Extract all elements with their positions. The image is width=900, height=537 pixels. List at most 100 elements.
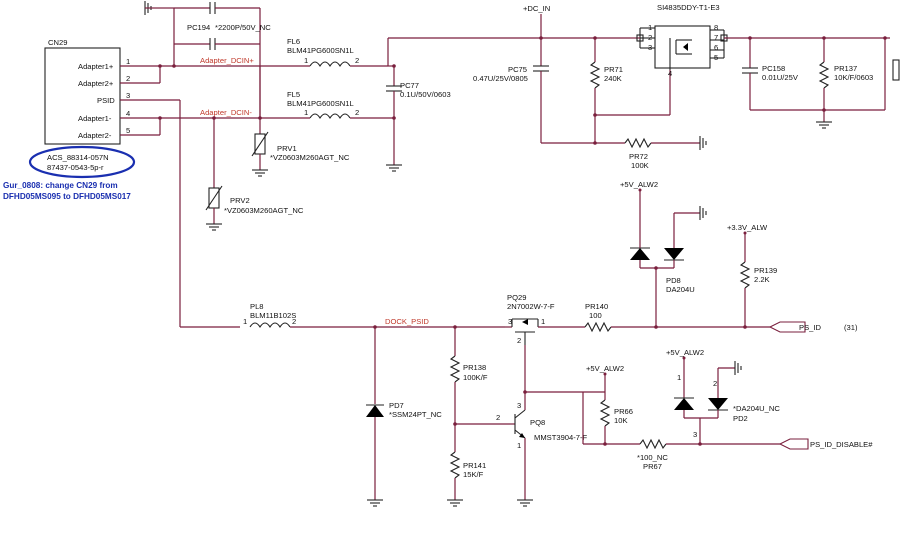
component-value: *SSM24PT_NC [389, 410, 442, 419]
diode-pd7: PD7 *SSM24PT_NC [366, 327, 442, 500]
net-label-3v3-alw: +3.3V_ALW [727, 223, 768, 232]
transistor-pq8: 2 3 1 PQ8 MMST3904-7-F [496, 392, 588, 500]
component-value: 15K/F [463, 470, 484, 479]
pin-number: 4 [126, 109, 130, 118]
resistor-pr71: PR71 240K [589, 38, 623, 143]
connector-cn29: CN29 Adapter1+ Adapter2+ PSID Adapter1- … [28, 38, 180, 179]
component-ref: PQ8 [530, 418, 545, 427]
pin-number: 7 [714, 33, 718, 42]
ground-symbol [386, 164, 402, 172]
ground-symbol [734, 361, 742, 375]
component-ref: PC75 [508, 65, 527, 74]
component-ref: PD7 [389, 401, 404, 410]
component-ref: PRV2 [230, 196, 250, 205]
ground-symbol [447, 499, 463, 507]
component-ref: PC194 [187, 23, 210, 32]
pin-number: 3 [693, 430, 697, 439]
resistor-pr138: PR138 100K/F [449, 327, 488, 424]
net-label-5v-alw: +5V_ALW2 [586, 364, 624, 373]
pin-number: 3 [508, 317, 512, 326]
mosfet-si4835: SI4835DDY-T1-E3 1 2 3 8 7 6 5 4 [630, 3, 728, 78]
resistor-pr66: PR66 10K [599, 399, 633, 444]
pin-number: 5 [126, 126, 130, 135]
ground-symbol [699, 136, 707, 150]
component-ref: SI4835DDY-T1-E3 [657, 3, 720, 12]
component-value: 100 [589, 311, 602, 320]
change-note-line1: Gur_0808: change CN29 from [3, 181, 118, 190]
net-label-adapter-dcin-neg: Adapter_DCIN- [200, 108, 252, 117]
component-value: 100K [631, 161, 649, 170]
capacitor-pc158: PC158 0.01U/25V [742, 38, 799, 110]
ground-symbol [144, 1, 160, 15]
ground-symbol [699, 206, 707, 220]
pin-number: 2 [517, 336, 521, 345]
change-note-line2: DFHD05MS095 to DFHD05MS017 [3, 192, 131, 201]
inductor-pl8: 1 2 PL8 BLM11B102S [243, 302, 296, 329]
capacitor-pc75: PC75 0.47U/25V/0805 [473, 38, 549, 143]
highlight-ellipse [28, 145, 136, 179]
component-value: 0.1U/50V/0603 [400, 90, 451, 99]
component-value: 100K/F [463, 373, 488, 382]
component-ref: PR72 [629, 152, 648, 161]
pin-number: 6 [714, 43, 718, 52]
pin-number: 1 [304, 56, 308, 65]
pin-number: 2 [496, 413, 500, 422]
component-ref: PR140 [585, 302, 608, 311]
resistor-pr67: *100_NC PR67 [637, 438, 780, 471]
inductor-fl6: 1 2 FL6 BLM41PG600SN1L [287, 37, 359, 68]
capacitor-pc77: PC77 0.1U/50V/0603 [386, 66, 451, 165]
component-ref: PR71 [604, 65, 623, 74]
pin-number: 1 [541, 317, 545, 326]
component-value: *100_NC [637, 453, 668, 462]
capacitor-pc194: PC194 *2200P/50V_NC [173, 2, 271, 50]
varistor-prv1: PRV1 *VZ0603M260AGT_NC [251, 118, 350, 177]
connector-pin-name: Adapter1+ [78, 62, 114, 71]
component-ref: PD2 [733, 414, 748, 423]
connector-pin-name: PSID [97, 96, 115, 105]
component-ref: PC158 [762, 64, 785, 73]
component-ref: FL5 [287, 90, 300, 99]
component-value: *DA204U_NC [733, 404, 780, 413]
port-ps-id-disable [778, 438, 809, 450]
component-ref: PR67 [643, 462, 662, 471]
pin-number: 2 [713, 379, 717, 388]
component-value: *2200P/50V_NC [215, 23, 271, 32]
component-value: *VZ0603M260AGT_NC [224, 206, 304, 215]
pin-number: 1 [126, 57, 130, 66]
pin-number: 1 [517, 441, 521, 450]
varistor-prv2: PRV2 *VZ0603M260AGT_NC [205, 118, 304, 231]
component-ref: PR137 [834, 64, 857, 73]
ground-symbol [517, 499, 533, 507]
pin-number: 1 [677, 373, 681, 382]
component-value: BLM41PG600SN1L [287, 99, 354, 108]
net-label-dock-psid: DOCK_PSID [385, 317, 429, 326]
component-ref: PQ29 [507, 293, 526, 302]
component-ref: PR138 [463, 363, 486, 372]
connector-ref: CN29 [48, 38, 67, 47]
net-label-ps-id: PS_ID [799, 323, 821, 332]
net-reference: (31) [844, 323, 858, 332]
connector-pin-name: Adapter1- [78, 114, 112, 123]
component-value: 240K [604, 74, 622, 83]
component-ref: PC77 [400, 81, 419, 90]
resistor-pr72: PR72 100K [624, 137, 700, 170]
connector-part-number: ACS_88314-057N [47, 153, 109, 162]
mosfet-pq29: PQ29 2N7002W-7-F 3 1 2 [505, 293, 555, 345]
pin-number: 2 [126, 74, 130, 83]
component-value: 10K [614, 416, 628, 425]
pin-number: 2 [355, 56, 359, 65]
component-ref: PR141 [463, 461, 486, 470]
pin-number: 2 [355, 108, 359, 117]
component-ref: PL8 [250, 302, 264, 311]
component-ref: FL6 [287, 37, 300, 46]
resistor-pr141: PR141 15K/F [449, 424, 486, 500]
pin-number: 1 [243, 317, 247, 326]
component-ref: PR66 [614, 407, 633, 416]
diode-pd2: 3 1 2 *DA204U_NC PD2 [674, 367, 780, 444]
connector-pin-name: Adapter2- [78, 131, 112, 140]
component-ref: PR139 [754, 266, 777, 275]
port-ps-id [768, 321, 806, 333]
ground-symbol [816, 121, 832, 129]
component-value: BLM11B102S [250, 311, 296, 320]
pin-number: 8 [714, 23, 718, 32]
